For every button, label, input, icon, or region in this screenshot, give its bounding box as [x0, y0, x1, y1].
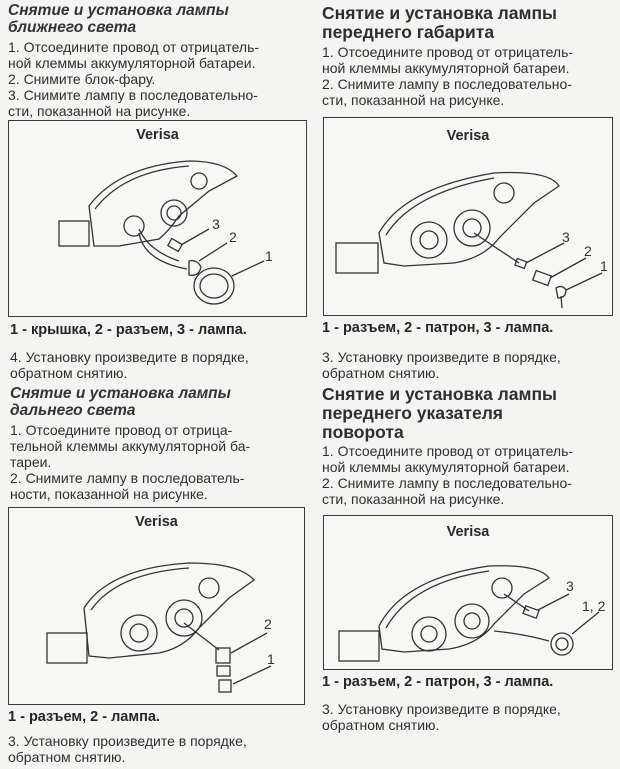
figure-title: Verisa	[136, 127, 179, 143]
step-text: 1. Отсоедините провод от отрицатель-	[8, 39, 260, 55]
callout-1: 1	[600, 258, 608, 274]
install-note: 3. Установку произведите в порядке, обра…	[8, 733, 306, 765]
callout-1: 1	[267, 651, 275, 667]
step-text: 2. Снимите лампу в последовательно-	[322, 475, 572, 491]
step-text: обратном снятию.	[8, 749, 126, 765]
figure-front-turn-signal: Verisa 3 1, 2	[323, 515, 613, 670]
step-text: сти, показанной на рисунке.	[322, 491, 505, 507]
step-text: ной клеммы аккумуляторной батареи.	[8, 55, 256, 71]
section-front-marker: Снятие и установка лампы переднего габар…	[322, 3, 614, 109]
section-high-beam: Снятие и установка лампы дальнего света …	[10, 385, 308, 502]
step-text: 3. Снимите лампу в последовательно-	[8, 87, 258, 103]
install-note: 3. Установку произведите в порядке, обра…	[322, 349, 612, 381]
step-text: ной клеммы аккумуляторной батареи.	[322, 60, 570, 76]
step-text: 1. Отсоедините провод от отрица-	[10, 422, 233, 438]
figure-title: Verisa	[446, 128, 490, 144]
step-text: ной клеммы аккумуляторной батареи.	[322, 459, 570, 475]
step-text: 2. Снимите лампу в последовательно-	[322, 76, 572, 92]
step-text: тельной клеммы аккумуляторной ба-	[10, 438, 251, 454]
section-low-beam: Снятие и установка лампы ближнего света …	[8, 2, 308, 119]
figure-high-beam: Verisa 2 1	[8, 507, 305, 705]
figure-low-beam: Verisa 3 2 1	[8, 120, 307, 317]
figure-title: Verisa	[135, 514, 178, 530]
section-title: Снятие и установка лампы	[10, 385, 231, 402]
headlamp-diagram-icon: 3 1, 2	[338, 565, 606, 662]
step-text: 4. Установку произведите в порядке,	[10, 349, 249, 365]
headlamp-diagram-icon: 2 1	[46, 562, 275, 693]
step-text: 3. Установку произведите в порядке,	[8, 733, 247, 749]
figure-caption: 1 - крышка, 2 - разъем, 3 - лампа.	[10, 322, 247, 338]
step-text: 3. Установку произведите в порядке,	[322, 701, 561, 717]
step-text: обратном снятию.	[10, 365, 128, 381]
figure-caption: 1 - разъем, 2 - патрон, 3 - лампа.	[322, 320, 554, 336]
step-text: 1. Отсоедините провод от отрицатель-	[322, 443, 574, 459]
section-title: переднего указателя	[322, 403, 504, 423]
figure-front-marker: Verisa 3 2 1	[323, 117, 613, 316]
step-text: 3. Установку произведите в порядке,	[322, 349, 561, 365]
step-text: тареи.	[10, 454, 52, 470]
section-title: ближнего света	[8, 19, 137, 36]
callout-2: 2	[229, 229, 237, 245]
headlamp-diagram-icon: 3 2 1	[58, 160, 273, 305]
headlamp-diagram-icon: 3 2 1	[335, 171, 608, 309]
step-text: 2. Снимите лампу в последователь-	[10, 470, 245, 486]
step-text: сти, показанной на рисунке.	[322, 92, 505, 108]
callout-1-2: 1, 2	[582, 598, 606, 614]
callout-2: 2	[264, 616, 272, 632]
step-text: ности, показанной на рисунке.	[10, 486, 208, 502]
figure-caption: 1 - разъем, 2 - лампа.	[8, 709, 160, 725]
figure-title: Verisa	[446, 524, 490, 540]
callout-3: 3	[212, 216, 220, 232]
step-text: обратном снятию.	[322, 365, 440, 381]
callout-3: 3	[566, 578, 574, 594]
section-title: дальнего света	[10, 402, 136, 419]
step-text: сти, показанной на рисунке.	[8, 103, 191, 119]
section-title: Снятие и установка лампы	[322, 3, 557, 23]
section-title: поворота	[322, 422, 404, 442]
callout-2: 2	[584, 243, 592, 259]
section-front-turn-signal: Снятие и установка лампы переднего указа…	[322, 384, 614, 508]
step-text: 2. Снимите блок-фару.	[8, 71, 156, 87]
callout-1: 1	[265, 248, 273, 264]
install-note: 4. Установку произведите в порядке, обра…	[10, 349, 306, 381]
install-note: 3. Установку произведите в порядке, обра…	[322, 701, 612, 733]
section-title: Снятие и установка лампы	[8, 2, 229, 19]
step-text: 1. Отсоедините провод от отрицатель-	[322, 44, 574, 60]
section-title: Снятие и установка лампы	[322, 384, 557, 404]
section-title: переднего габарита	[322, 22, 495, 42]
step-text: обратном снятию.	[322, 717, 440, 733]
figure-caption: 1 - разъем, 2 - патрон, 3 - лампа.	[322, 674, 554, 690]
callout-3: 3	[562, 229, 570, 245]
